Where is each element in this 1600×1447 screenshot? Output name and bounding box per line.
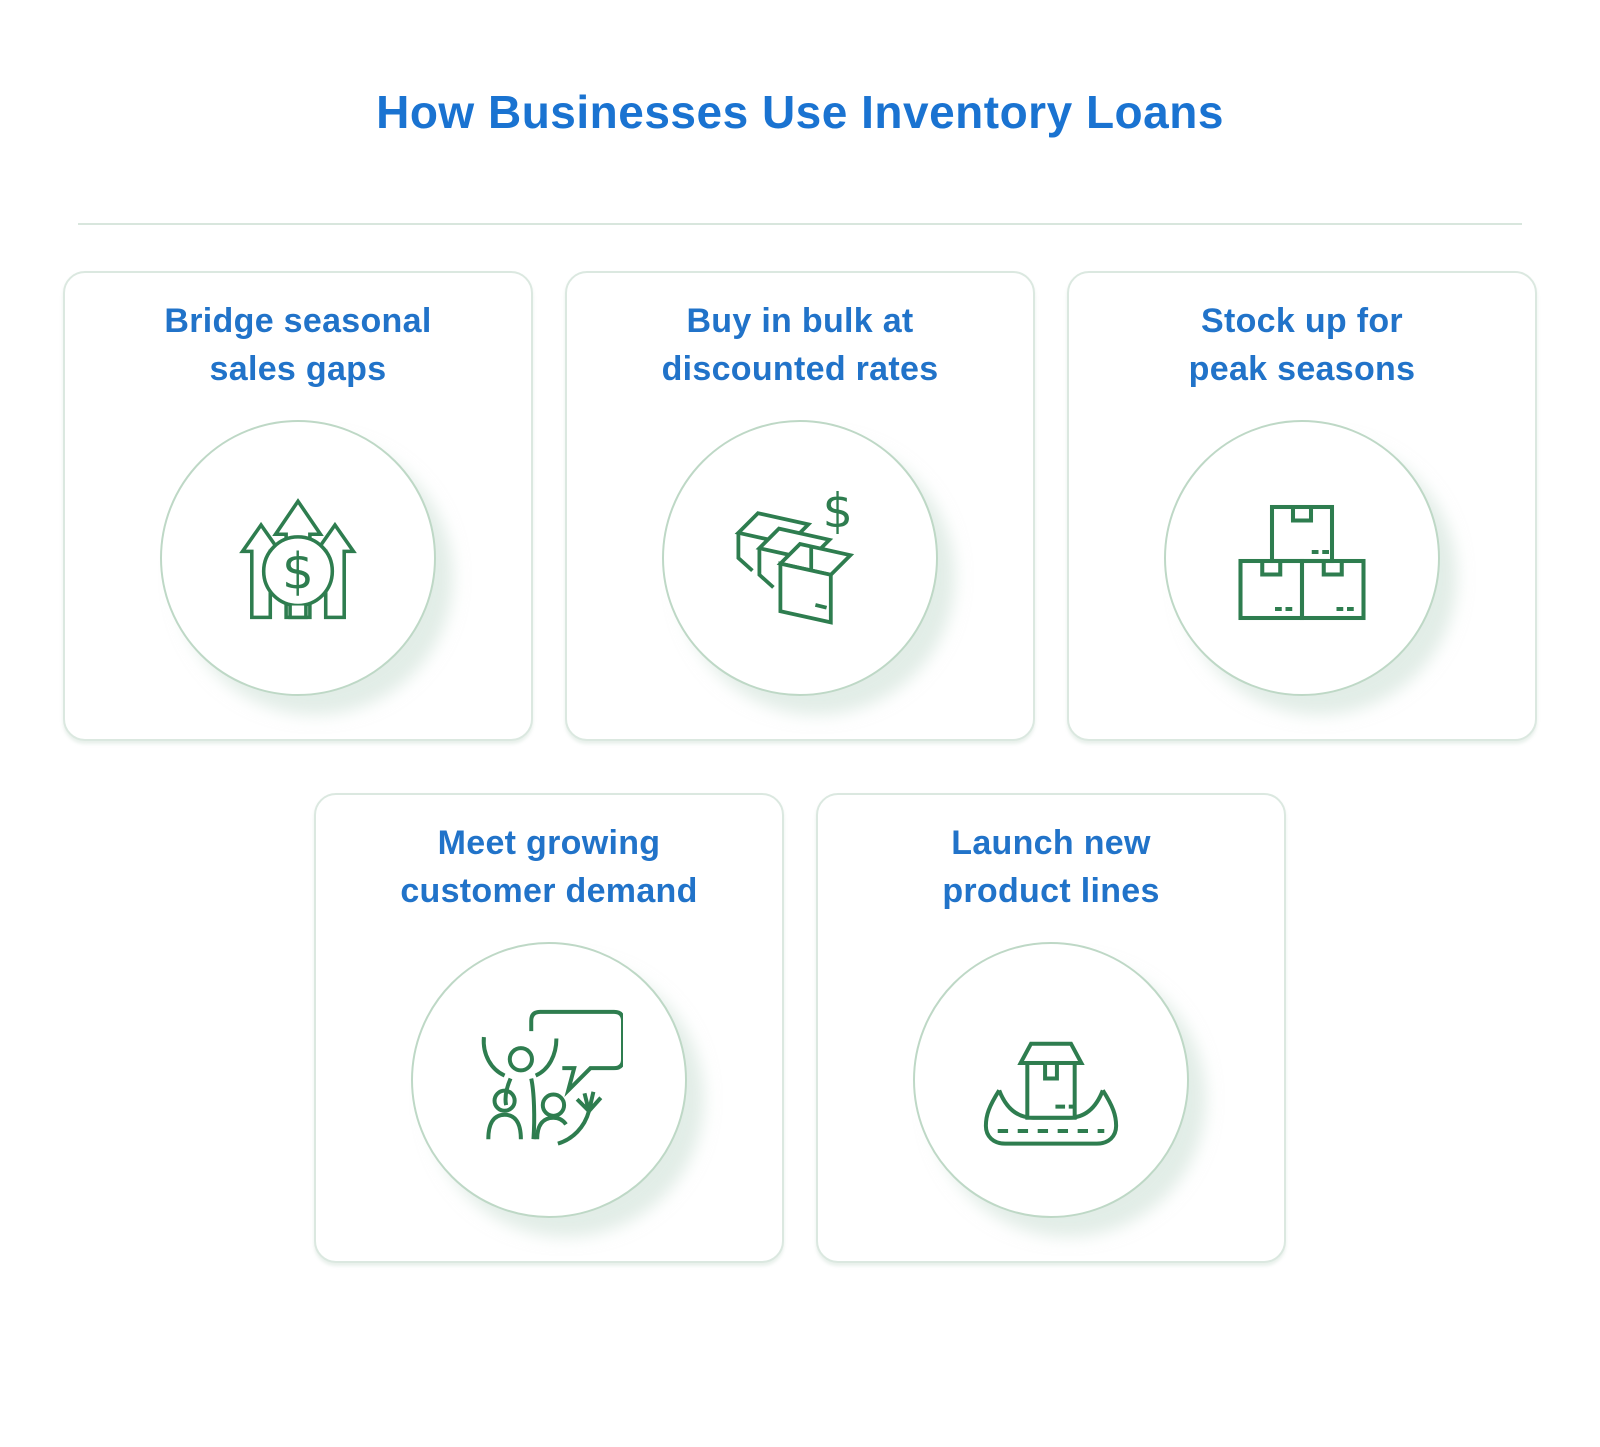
icon-circle: $ bbox=[160, 420, 436, 696]
card-title-line1: Bridge seasonal bbox=[164, 302, 432, 340]
dollar-glyph: $ bbox=[282, 541, 314, 600]
card-title-line2: customer demand bbox=[400, 872, 698, 910]
card-title-line2: discounted rates bbox=[661, 350, 939, 388]
stacked-boxes-icon bbox=[1238, 504, 1366, 621]
icon-circle bbox=[1164, 420, 1440, 696]
card-title: Buy in bulk at discounted rates bbox=[662, 297, 939, 393]
card-launch-product-lines: Launch new product lines bbox=[816, 793, 1286, 1263]
card-title: Launch new product lines bbox=[942, 819, 1159, 915]
card-title: Bridge seasonal sales gaps bbox=[164, 297, 431, 393]
card-title-line2: peak seasons bbox=[1188, 350, 1416, 388]
card-bridge-seasonal-sales-gaps: Bridge seasonal sales gaps $ bbox=[63, 271, 533, 741]
card-title-line2: sales gaps bbox=[209, 350, 387, 388]
card-stock-up-peak-seasons: Stock up for peak seasons bbox=[1067, 271, 1537, 741]
icon-circle: $ bbox=[662, 420, 938, 696]
cards-row-top: Bridge seasonal sales gaps $ Buy in bulk… bbox=[0, 271, 1600, 741]
card-meet-customer-demand: Meet growing customer demand bbox=[314, 793, 784, 1263]
card-title-line1: Stock up for bbox=[1201, 302, 1403, 340]
customers-speech-bubble-icon bbox=[481, 1009, 623, 1146]
card-buy-in-bulk-discounted: Buy in bulk at discounted rates $ bbox=[565, 271, 1035, 741]
card-title-line2: product lines bbox=[942, 872, 1160, 910]
card-title-line1: Meet growing bbox=[437, 824, 661, 862]
card-title-line1: Buy in bulk at bbox=[686, 302, 914, 340]
icon-circle bbox=[913, 942, 1189, 1218]
title-divider bbox=[78, 223, 1522, 225]
icon-circle bbox=[411, 942, 687, 1218]
conveyor-belt-box-icon bbox=[983, 1041, 1119, 1146]
card-title: Meet growing customer demand bbox=[400, 819, 697, 915]
growth-arrows-dollar-icon: $ bbox=[239, 498, 357, 620]
card-title: Stock up for peak seasons bbox=[1189, 297, 1416, 393]
card-title-line1: Launch new bbox=[951, 824, 1151, 862]
page-title: How Businesses Use Inventory Loans bbox=[376, 86, 1224, 138]
dollar-glyph: $ bbox=[823, 488, 853, 539]
inventory-loans-infographic: How Businesses Use Inventory Loans Bridg… bbox=[0, 85, 1600, 1447]
bulk-boxes-dollar-icon: $ bbox=[734, 488, 855, 625]
cards-row-bottom: Meet growing customer demand bbox=[0, 793, 1600, 1263]
